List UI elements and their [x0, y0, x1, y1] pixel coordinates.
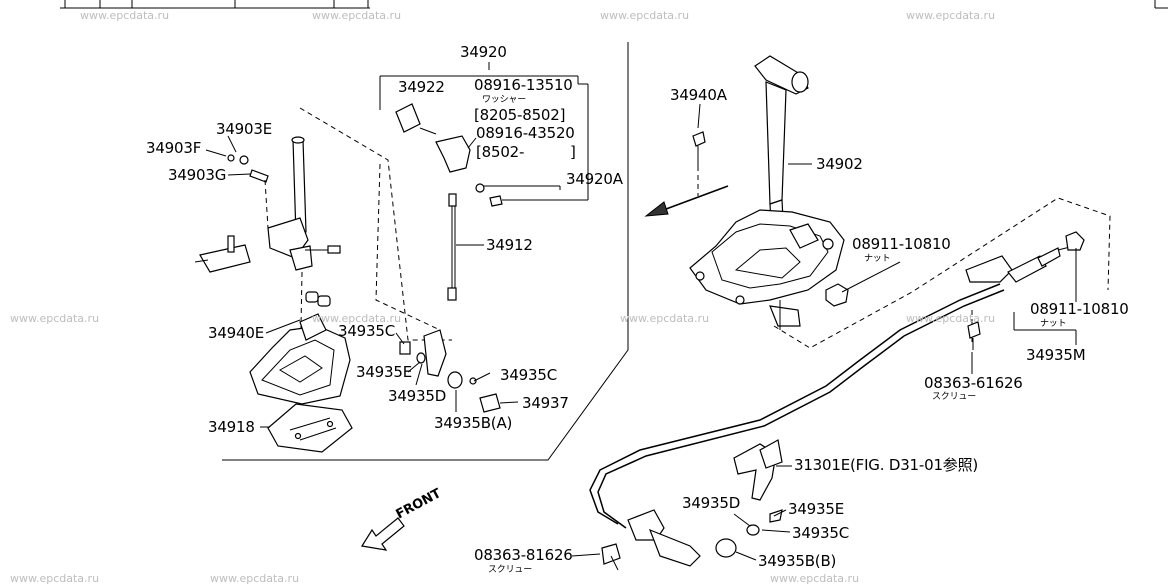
watermark: www.epcdata.ru [80, 9, 170, 22]
part-label-08363-61626: 08363-61626 [924, 374, 1023, 392]
leader-lines-left [205, 62, 589, 428]
part-label-34920: 34920 [460, 43, 507, 61]
part-label-34935D: 34935D [682, 494, 741, 512]
range-label-8502-close: ] [570, 143, 576, 161]
part-label-34903F: 34903F [146, 139, 202, 157]
part-label-34935C: 34935C [792, 524, 849, 542]
nut-jp-label: ナット [864, 254, 891, 264]
watermark: www.epcdata.ru [312, 9, 402, 22]
watermark: www.epcdata.ru [312, 312, 402, 325]
watermark: www.epcdata.ru [906, 9, 996, 22]
nut-jp-label: ナット [1040, 319, 1067, 329]
watermark: www.epcdata.ru [10, 572, 100, 585]
part-label-34935M: 34935M [1026, 346, 1086, 364]
part-label-34935E: 34935E [788, 500, 844, 518]
part-label-34935C: 34935C [500, 366, 557, 384]
part-label-08916-13510: 08916-13510 [474, 76, 573, 94]
watermark: www.epcdata.ru [906, 312, 996, 325]
part-label-34918: 34918 [208, 418, 255, 436]
range-label-8502: [8502- [476, 143, 525, 161]
part-label-34935D: 34935D [388, 387, 447, 405]
part-label-34935C: 34935C [338, 322, 395, 340]
part-label-08911-10810: 08911-10810 [852, 235, 951, 253]
part-label-34937: 34937 [522, 394, 569, 412]
watermark: www.epcdata.ru [210, 572, 300, 585]
top-ruler [60, 0, 1168, 9]
leader-lines-right [571, 103, 1077, 561]
part-label-34903E: 34903E [216, 120, 272, 138]
left-shift-assembly [194, 103, 503, 453]
part-label-31301E: 31301E(FIG. D31-01参照) [794, 456, 979, 474]
watermark: www.epcdata.ru [600, 9, 690, 22]
part-label-34935B-A: 34935B(A) [434, 414, 513, 432]
watermark: www.epcdata.ru [770, 572, 860, 585]
screw-jp-label: スクリュー [932, 392, 977, 402]
part-label-08911-10810: 08911-10810 [1030, 300, 1129, 318]
part-label-34920A: 34920A [566, 170, 623, 188]
washer-jp-label: ワッシャー [482, 95, 527, 105]
watermark: www.epcdata.ru [620, 312, 710, 325]
range-label-8205-8502: [8205-8502] [474, 106, 566, 124]
part-label-34935B-B: 34935B(B) [758, 552, 837, 570]
right-shift-assembly [589, 55, 1111, 571]
front-arrow [361, 517, 405, 551]
part-label-34903G: 34903G [168, 166, 227, 184]
part-label-34922: 34922 [398, 78, 445, 96]
part-label-34912: 34912 [486, 236, 533, 254]
part-label-34902: 34902 [816, 155, 863, 173]
section-divider [222, 42, 629, 461]
screw-jp-label: スクリュー [488, 565, 533, 575]
watermark: www.epcdata.ru [10, 312, 100, 325]
part-label-08916-43520: 08916-43520 [476, 124, 575, 142]
part-label-34935E: 34935E [356, 363, 412, 381]
part-label-34940A: 34940A [670, 86, 727, 104]
part-label-08363-81626: 08363-81626 [474, 546, 573, 564]
part-label-34940E: 34940E [208, 324, 264, 342]
